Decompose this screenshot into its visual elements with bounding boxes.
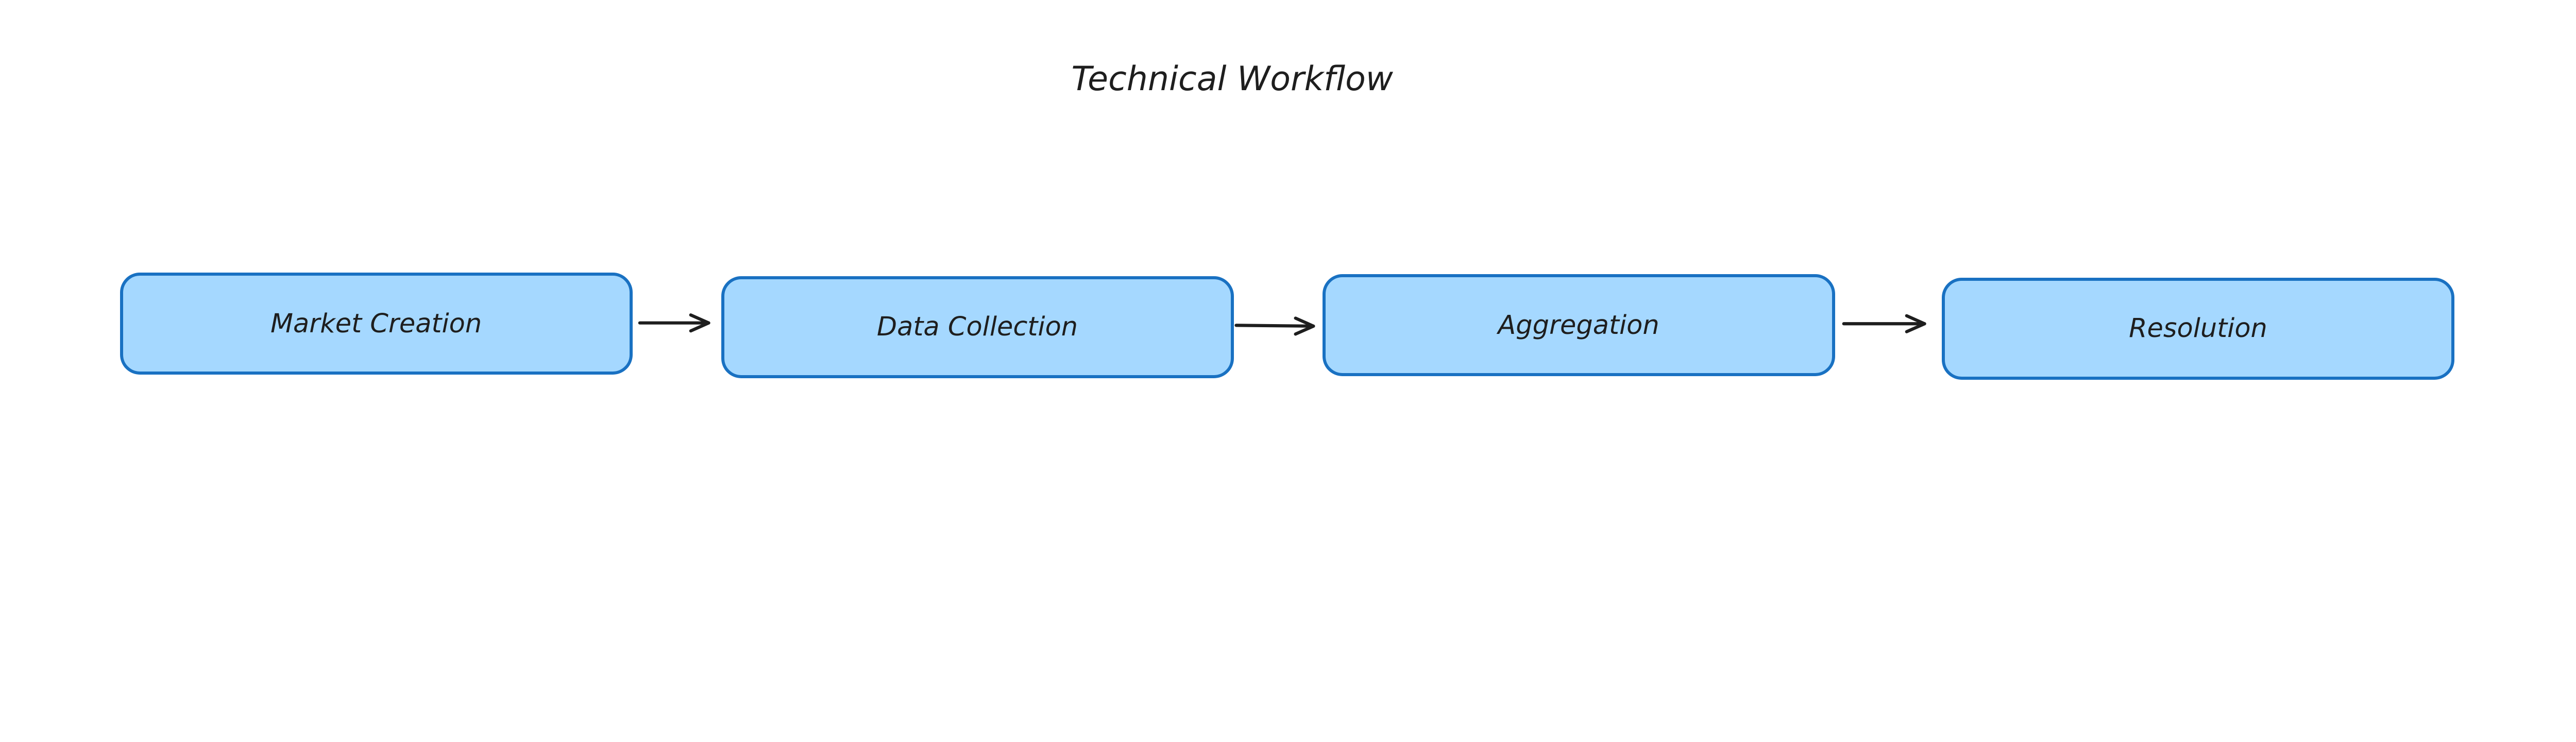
node-label: Aggregation bbox=[1498, 310, 1659, 341]
arrow-market-to-data[interactable] bbox=[638, 313, 710, 333]
diagram-title: Technical Workflow bbox=[1071, 59, 1393, 98]
arrow-data-to-aggregation[interactable] bbox=[1234, 316, 1315, 336]
arrows-layer bbox=[638, 313, 1926, 336]
arrow-aggregation-to-resolution[interactable] bbox=[1842, 314, 1926, 333]
node-label: Market Creation bbox=[270, 308, 482, 339]
node-market-creation[interactable]: Market Creation bbox=[120, 273, 633, 375]
node-data-collection[interactable]: Data Collection bbox=[721, 276, 1234, 378]
node-label: Data Collection bbox=[876, 312, 1078, 343]
node-resolution[interactable]: Resolution bbox=[1942, 277, 2454, 380]
node-aggregation[interactable]: Aggregation bbox=[1322, 274, 1835, 377]
node-label: Resolution bbox=[2129, 313, 2267, 344]
